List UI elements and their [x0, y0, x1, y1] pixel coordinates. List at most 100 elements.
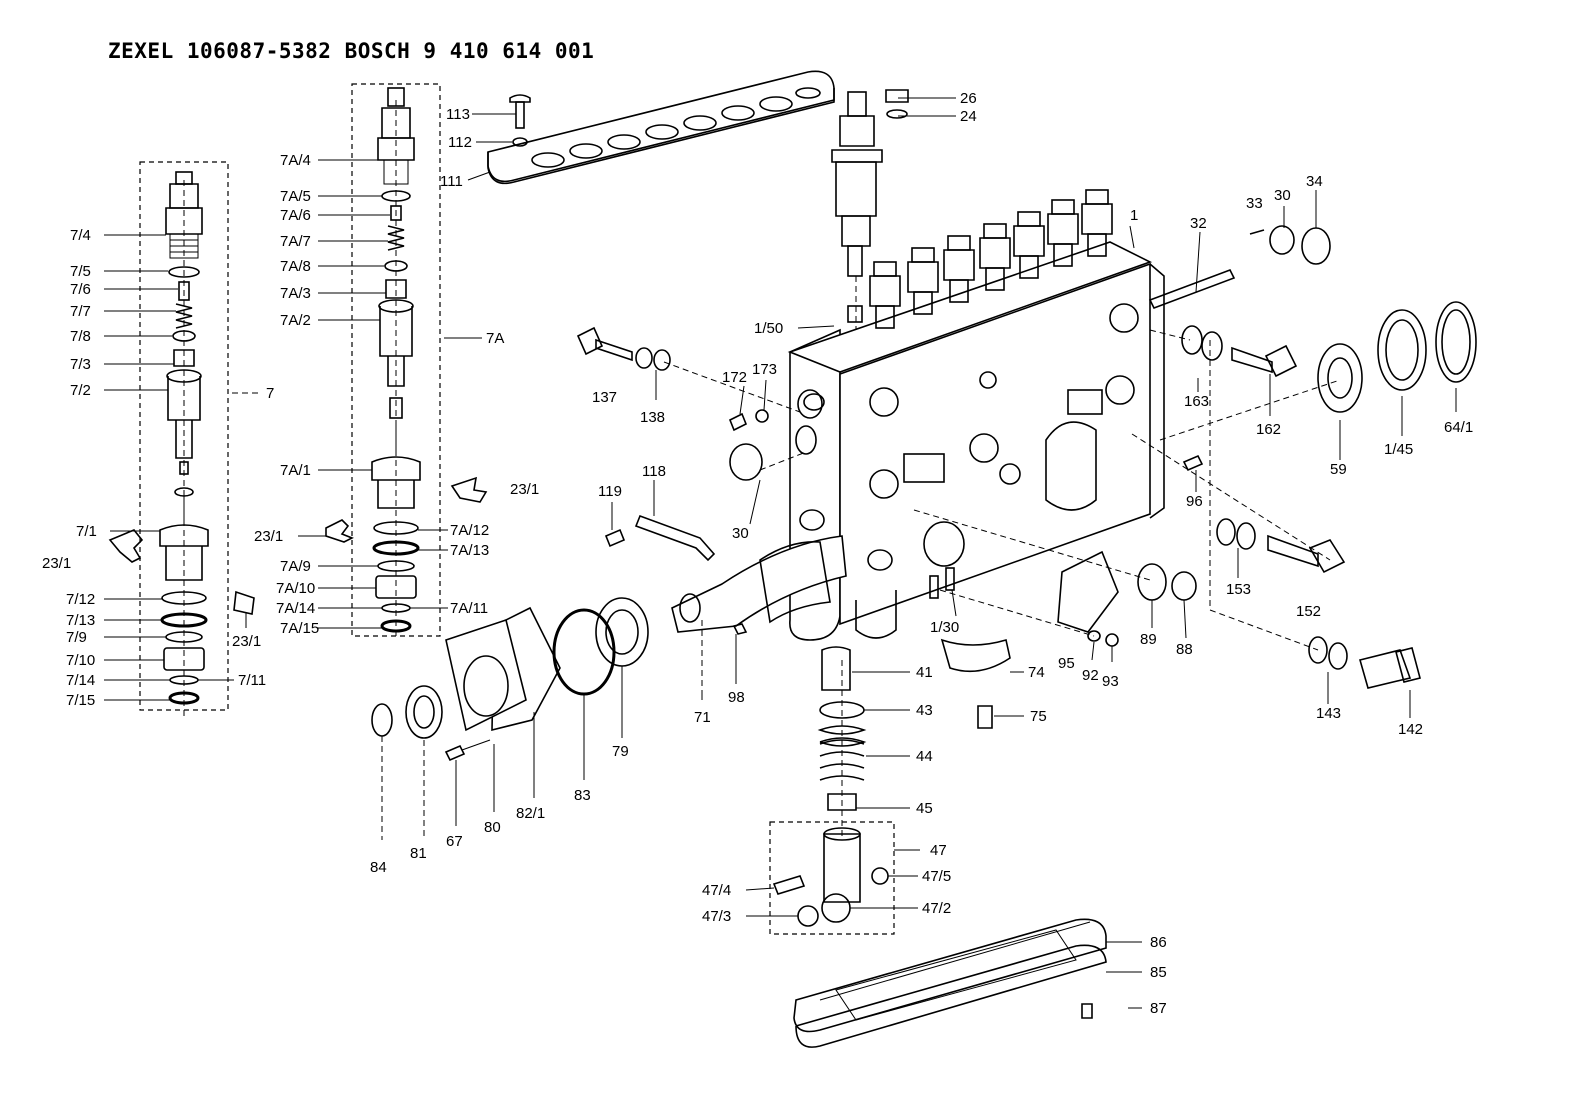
label-1-45: 1/45: [1384, 441, 1413, 458]
label-7-3: 7/3: [70, 356, 91, 373]
label-152: 152: [1296, 603, 1321, 620]
label-67: 67: [446, 833, 463, 850]
camshaft-assembly: [371, 535, 847, 762]
label-86: 86: [1150, 934, 1167, 951]
label-7-7: 7/7: [70, 303, 91, 320]
right-side-parts: [1057, 225, 1477, 689]
label-112: 112: [448, 134, 472, 151]
label-1-30: 1/30: [930, 619, 959, 636]
label-7a-9: 7A/9: [280, 558, 311, 575]
label-7-6: 7/6: [70, 281, 91, 298]
label-47-4: 47/4: [702, 882, 731, 899]
label-85: 85: [1150, 964, 1167, 981]
label-7a-8: 7A/8: [280, 258, 311, 275]
label-23-1-d: 23/1: [254, 528, 283, 545]
label-118: 118: [642, 463, 666, 480]
label-7a-2: 7A/2: [280, 312, 311, 329]
axis-lines: [381, 329, 1341, 840]
label-153: 153: [1226, 581, 1251, 598]
label-30-b: 30: [732, 525, 749, 542]
label-113: 113: [446, 106, 470, 123]
label-163: 163: [1184, 393, 1209, 410]
label-7a-13: 7A/13: [450, 542, 489, 559]
label-7-8: 7/8: [70, 328, 91, 345]
label-142: 142: [1398, 721, 1423, 738]
label-82-1: 82/1: [516, 805, 545, 822]
label-23-1-c: 23/1: [510, 481, 539, 498]
label-24: 24: [960, 108, 977, 125]
label-7-1: 7/1: [76, 523, 97, 540]
label-7a-14: 7A/14: [276, 600, 315, 617]
label-59: 59: [1330, 461, 1347, 478]
label-7-5: 7/5: [70, 263, 91, 280]
label-7a-5: 7A/5: [280, 188, 311, 205]
label-33: 33: [1246, 195, 1263, 212]
label-34: 34: [1306, 173, 1323, 190]
label-47-2: 47/2: [922, 900, 951, 917]
cover-plate-111: [487, 70, 835, 185]
label-7a-3: 7A/3: [280, 285, 311, 302]
label-7-14: 7/14: [66, 672, 95, 689]
label-7a-11: 7A/11: [450, 600, 488, 617]
label-79: 79: [612, 743, 629, 760]
label-98: 98: [728, 689, 745, 706]
label-80: 80: [484, 819, 501, 836]
label-47-5: 47/5: [922, 868, 951, 885]
label-7-12: 7/12: [66, 591, 95, 608]
label-162: 162: [1256, 421, 1281, 438]
label-7-2: 7/2: [70, 382, 91, 399]
label-81: 81: [410, 845, 427, 862]
label-119: 119: [598, 483, 622, 500]
label-7-15: 7/15: [66, 692, 95, 709]
label-89: 89: [1140, 631, 1157, 648]
label-88: 88: [1176, 641, 1193, 658]
label-172: 172: [722, 369, 747, 386]
diagram-title: ZEXEL 106087-5382 BOSCH 9 410 614 001: [108, 39, 594, 63]
label-95: 95: [1058, 655, 1075, 672]
label-7a-15: 7A/15: [280, 620, 319, 637]
label-43: 43: [916, 702, 933, 719]
label-7: 7: [266, 385, 274, 402]
label-1: 1: [1130, 207, 1138, 224]
label-7a-7: 7A/7: [280, 233, 311, 250]
label-87: 87: [1150, 1000, 1167, 1017]
delivery-valve-assembly-7a: [325, 83, 488, 640]
label-138: 138: [640, 409, 665, 426]
label-92: 92: [1082, 667, 1099, 684]
label-32: 32: [1190, 215, 1207, 232]
label-23-1-a: 23/1: [42, 555, 71, 572]
label-173: 173: [752, 361, 777, 378]
label-7-4: 7/4: [70, 227, 91, 244]
label-7a-12: 7A/12: [450, 522, 489, 539]
label-7-10: 7/10: [66, 652, 95, 669]
label-7a: 7A: [486, 330, 504, 347]
label-75: 75: [1030, 708, 1047, 725]
label-64-1: 64/1: [1444, 419, 1473, 436]
label-93: 93: [1102, 673, 1119, 690]
label-137: 137: [592, 389, 617, 406]
label-26: 26: [960, 90, 977, 107]
label-74: 74: [1028, 664, 1045, 681]
label-47: 47: [930, 842, 947, 859]
label-7a-1: 7A/1: [280, 462, 311, 479]
label-111: 111: [440, 173, 463, 190]
label-7-9: 7/9: [66, 629, 87, 646]
leader-lines: [104, 97, 1457, 1009]
pump-housing-1: [787, 89, 1165, 641]
label-7a-6: 7A/6: [280, 207, 311, 224]
label-84: 84: [370, 859, 387, 876]
front-small-parts: [576, 326, 1011, 935]
label-23-1-b: 23/1: [232, 633, 261, 650]
label-1-50: 1/50: [754, 320, 783, 337]
label-47-3: 47/3: [702, 908, 731, 925]
label-41: 41: [916, 664, 933, 681]
label-44: 44: [916, 748, 933, 765]
label-96: 96: [1186, 493, 1203, 510]
label-143: 143: [1316, 705, 1341, 722]
label-7a-10: 7A/10: [276, 580, 315, 597]
label-7-11: 7/11: [238, 672, 266, 689]
label-7a-4: 7A/4: [280, 152, 311, 169]
label-7-13: 7/13: [66, 612, 95, 629]
bottom-plates: [793, 918, 1107, 1048]
